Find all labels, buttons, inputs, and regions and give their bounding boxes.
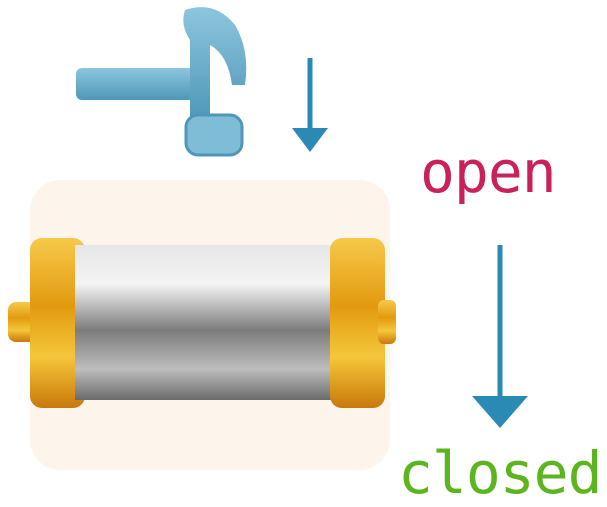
open-label: open — [420, 138, 557, 206]
closed-label: closed — [398, 439, 603, 507]
hammer-icon — [76, 7, 247, 157]
small-down-arrow-icon — [292, 58, 328, 152]
battery-cell-icon — [8, 180, 396, 470]
big-down-arrow-icon — [472, 245, 528, 428]
